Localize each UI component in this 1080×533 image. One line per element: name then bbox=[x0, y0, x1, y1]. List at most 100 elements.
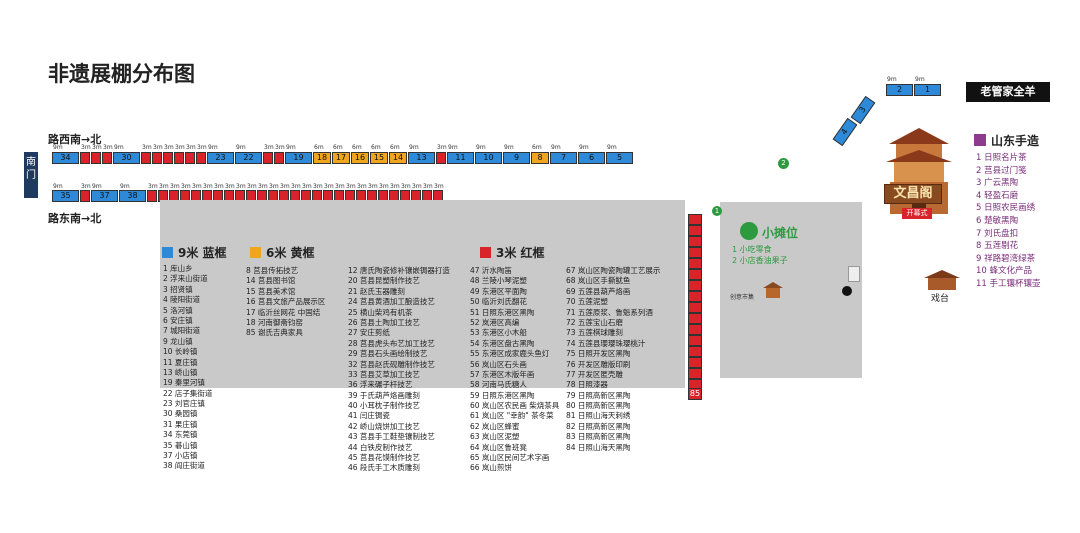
width-tag: 3m bbox=[346, 183, 356, 190]
booth-35[interactable]: 35 bbox=[52, 190, 79, 202]
booth-39[interactable] bbox=[147, 190, 157, 202]
market-label: 创意市集 bbox=[730, 294, 755, 301]
road-south-label: 路东南→北 bbox=[48, 212, 102, 225]
booth-east-cell[interactable] bbox=[688, 302, 702, 313]
booth-28[interactable] bbox=[152, 152, 162, 164]
booth-east-cell[interactable] bbox=[688, 357, 702, 368]
legend-entry: 4 陵阳街道 bbox=[163, 295, 201, 305]
booth-east-cell[interactable] bbox=[688, 258, 702, 269]
stall-item: 2 小店香油果子 bbox=[732, 256, 788, 265]
booth-east-cell[interactable] bbox=[688, 236, 702, 247]
booth-32[interactable] bbox=[91, 152, 101, 164]
booth-7[interactable]: 7 bbox=[550, 152, 577, 164]
booth-8[interactable]: 8 bbox=[531, 152, 549, 164]
legend-entry: 38 阎庄街道 bbox=[163, 461, 205, 471]
booth-29[interactable] bbox=[141, 152, 151, 164]
booth-east-cell[interactable] bbox=[688, 335, 702, 346]
booth-37[interactable]: 37 bbox=[91, 190, 118, 202]
legend-entry: 23 刘官庄镇 bbox=[163, 399, 205, 409]
width-tag: 3m bbox=[164, 144, 174, 151]
booth-10[interactable]: 10 bbox=[475, 152, 502, 164]
stall-marker-2-icon: 2 bbox=[778, 158, 789, 169]
booth-17[interactable]: 17 bbox=[332, 152, 350, 164]
booth-east-cell[interactable] bbox=[688, 324, 702, 335]
toilet-icon bbox=[842, 286, 852, 296]
legend-entry: 7 城阳街道 bbox=[163, 326, 201, 336]
legend-entry: 85 谢氏吉典家具 bbox=[246, 328, 303, 338]
booth-22[interactable]: 22 bbox=[235, 152, 262, 164]
booth-east-cell[interactable] bbox=[688, 269, 702, 280]
width-tag: 3m bbox=[142, 144, 152, 151]
booth-east-cell[interactable] bbox=[688, 247, 702, 258]
booth-85[interactable]: 85 bbox=[688, 388, 702, 400]
legend-entry: 81 日照山海天刺绣 bbox=[566, 411, 631, 421]
legend-entry: 5 洛河镇 bbox=[163, 305, 193, 315]
booth-16[interactable]: 16 bbox=[351, 152, 369, 164]
booth-5[interactable]: 5 bbox=[606, 152, 633, 164]
width-tag: 3m bbox=[379, 183, 389, 190]
booth-9[interactable]: 9 bbox=[503, 152, 530, 164]
booth-36[interactable] bbox=[80, 190, 90, 202]
booth-11[interactable]: 11 bbox=[447, 152, 474, 164]
legend-entry: 5 日照农民画绣 bbox=[976, 203, 1036, 214]
shandong-title: 山东手造 bbox=[991, 134, 1040, 148]
booth-18[interactable]: 18 bbox=[313, 152, 331, 164]
width-tag: 3m bbox=[390, 183, 400, 190]
booth-east-cell[interactable] bbox=[688, 280, 702, 291]
booth-14[interactable]: 14 bbox=[389, 152, 407, 164]
booth-24[interactable] bbox=[196, 152, 206, 164]
booth-30[interactable]: 30 bbox=[113, 152, 140, 164]
booth-13[interactable]: 13 bbox=[408, 152, 435, 164]
booth-20[interactable] bbox=[274, 152, 284, 164]
booth-12[interactable] bbox=[436, 152, 446, 164]
booth-25[interactable] bbox=[185, 152, 195, 164]
booth-east-cell[interactable] bbox=[688, 291, 702, 302]
legend-entry: 21 赵氏玉器雕刻 bbox=[348, 286, 405, 296]
booth-21[interactable] bbox=[263, 152, 273, 164]
booth-1[interactable]: 1 bbox=[914, 84, 941, 96]
legend-entry: 1 日照名片茶 bbox=[976, 153, 1027, 163]
width-tag: 3m bbox=[236, 183, 246, 190]
legend-entry: 83 日照高新区黑陶 bbox=[566, 432, 631, 442]
booth-34[interactable]: 34 bbox=[52, 152, 79, 164]
booth-26[interactable] bbox=[174, 152, 184, 164]
width-tag: 3m bbox=[291, 183, 301, 190]
width-tag: 3m bbox=[324, 183, 334, 190]
booth-east-cell[interactable] bbox=[688, 346, 702, 357]
booth-31[interactable] bbox=[102, 152, 112, 164]
legend-entry: 4 轻盈石磨 bbox=[976, 190, 1019, 201]
legend-entry: 58 河南马氏糖人 bbox=[470, 380, 527, 390]
legend-entry: 19 秦里河镇 bbox=[163, 378, 205, 388]
booth-27[interactable] bbox=[163, 152, 173, 164]
booth-33[interactable] bbox=[80, 152, 90, 164]
legend-entry: 47 沂水陶笛 bbox=[470, 266, 512, 275]
legend-entry: 70 五莲泥塑 bbox=[566, 297, 608, 307]
width-tag: 3m bbox=[175, 144, 185, 151]
road-north-label: 路西南→北 bbox=[48, 133, 102, 146]
legend-entry: 33 莒县艾草加工技艺 bbox=[348, 369, 420, 379]
booth-3[interactable]: 3 bbox=[850, 95, 876, 125]
booth-east-cell[interactable] bbox=[688, 225, 702, 236]
booth-23[interactable]: 23 bbox=[207, 152, 234, 164]
legend-entry: 71 五莲原浆、鲁魁系列酒 bbox=[566, 307, 653, 317]
legend-entry: 9 龙山镇 bbox=[163, 336, 193, 346]
booth-15[interactable]: 15 bbox=[370, 152, 388, 164]
legend-label: 9米 蓝框 bbox=[178, 246, 227, 260]
booth-6[interactable]: 6 bbox=[578, 152, 605, 164]
booth-east-cell[interactable] bbox=[688, 313, 702, 324]
width-tag: 9m bbox=[53, 183, 63, 190]
booth-east-cell[interactable] bbox=[688, 368, 702, 379]
legend-entry: 74 五莲县瓔瓔珠瓔桃汁 bbox=[566, 338, 646, 348]
legend-entry: 17 临沂丝网花 中国结 bbox=[246, 307, 321, 317]
booth-east-cell[interactable] bbox=[688, 214, 702, 225]
width-tag: 9m bbox=[504, 144, 514, 151]
width-tag: 3m bbox=[258, 183, 268, 190]
width-tag: 3m bbox=[423, 183, 433, 190]
legend-entry: 18 河南御斋钧窑 bbox=[246, 317, 303, 327]
pavilion-icon bbox=[762, 282, 784, 298]
booth-19[interactable]: 19 bbox=[285, 152, 312, 164]
booth-38[interactable]: 38 bbox=[119, 190, 146, 202]
booth-4[interactable]: 4 bbox=[832, 117, 858, 147]
booth-2[interactable]: 2 bbox=[886, 84, 913, 96]
